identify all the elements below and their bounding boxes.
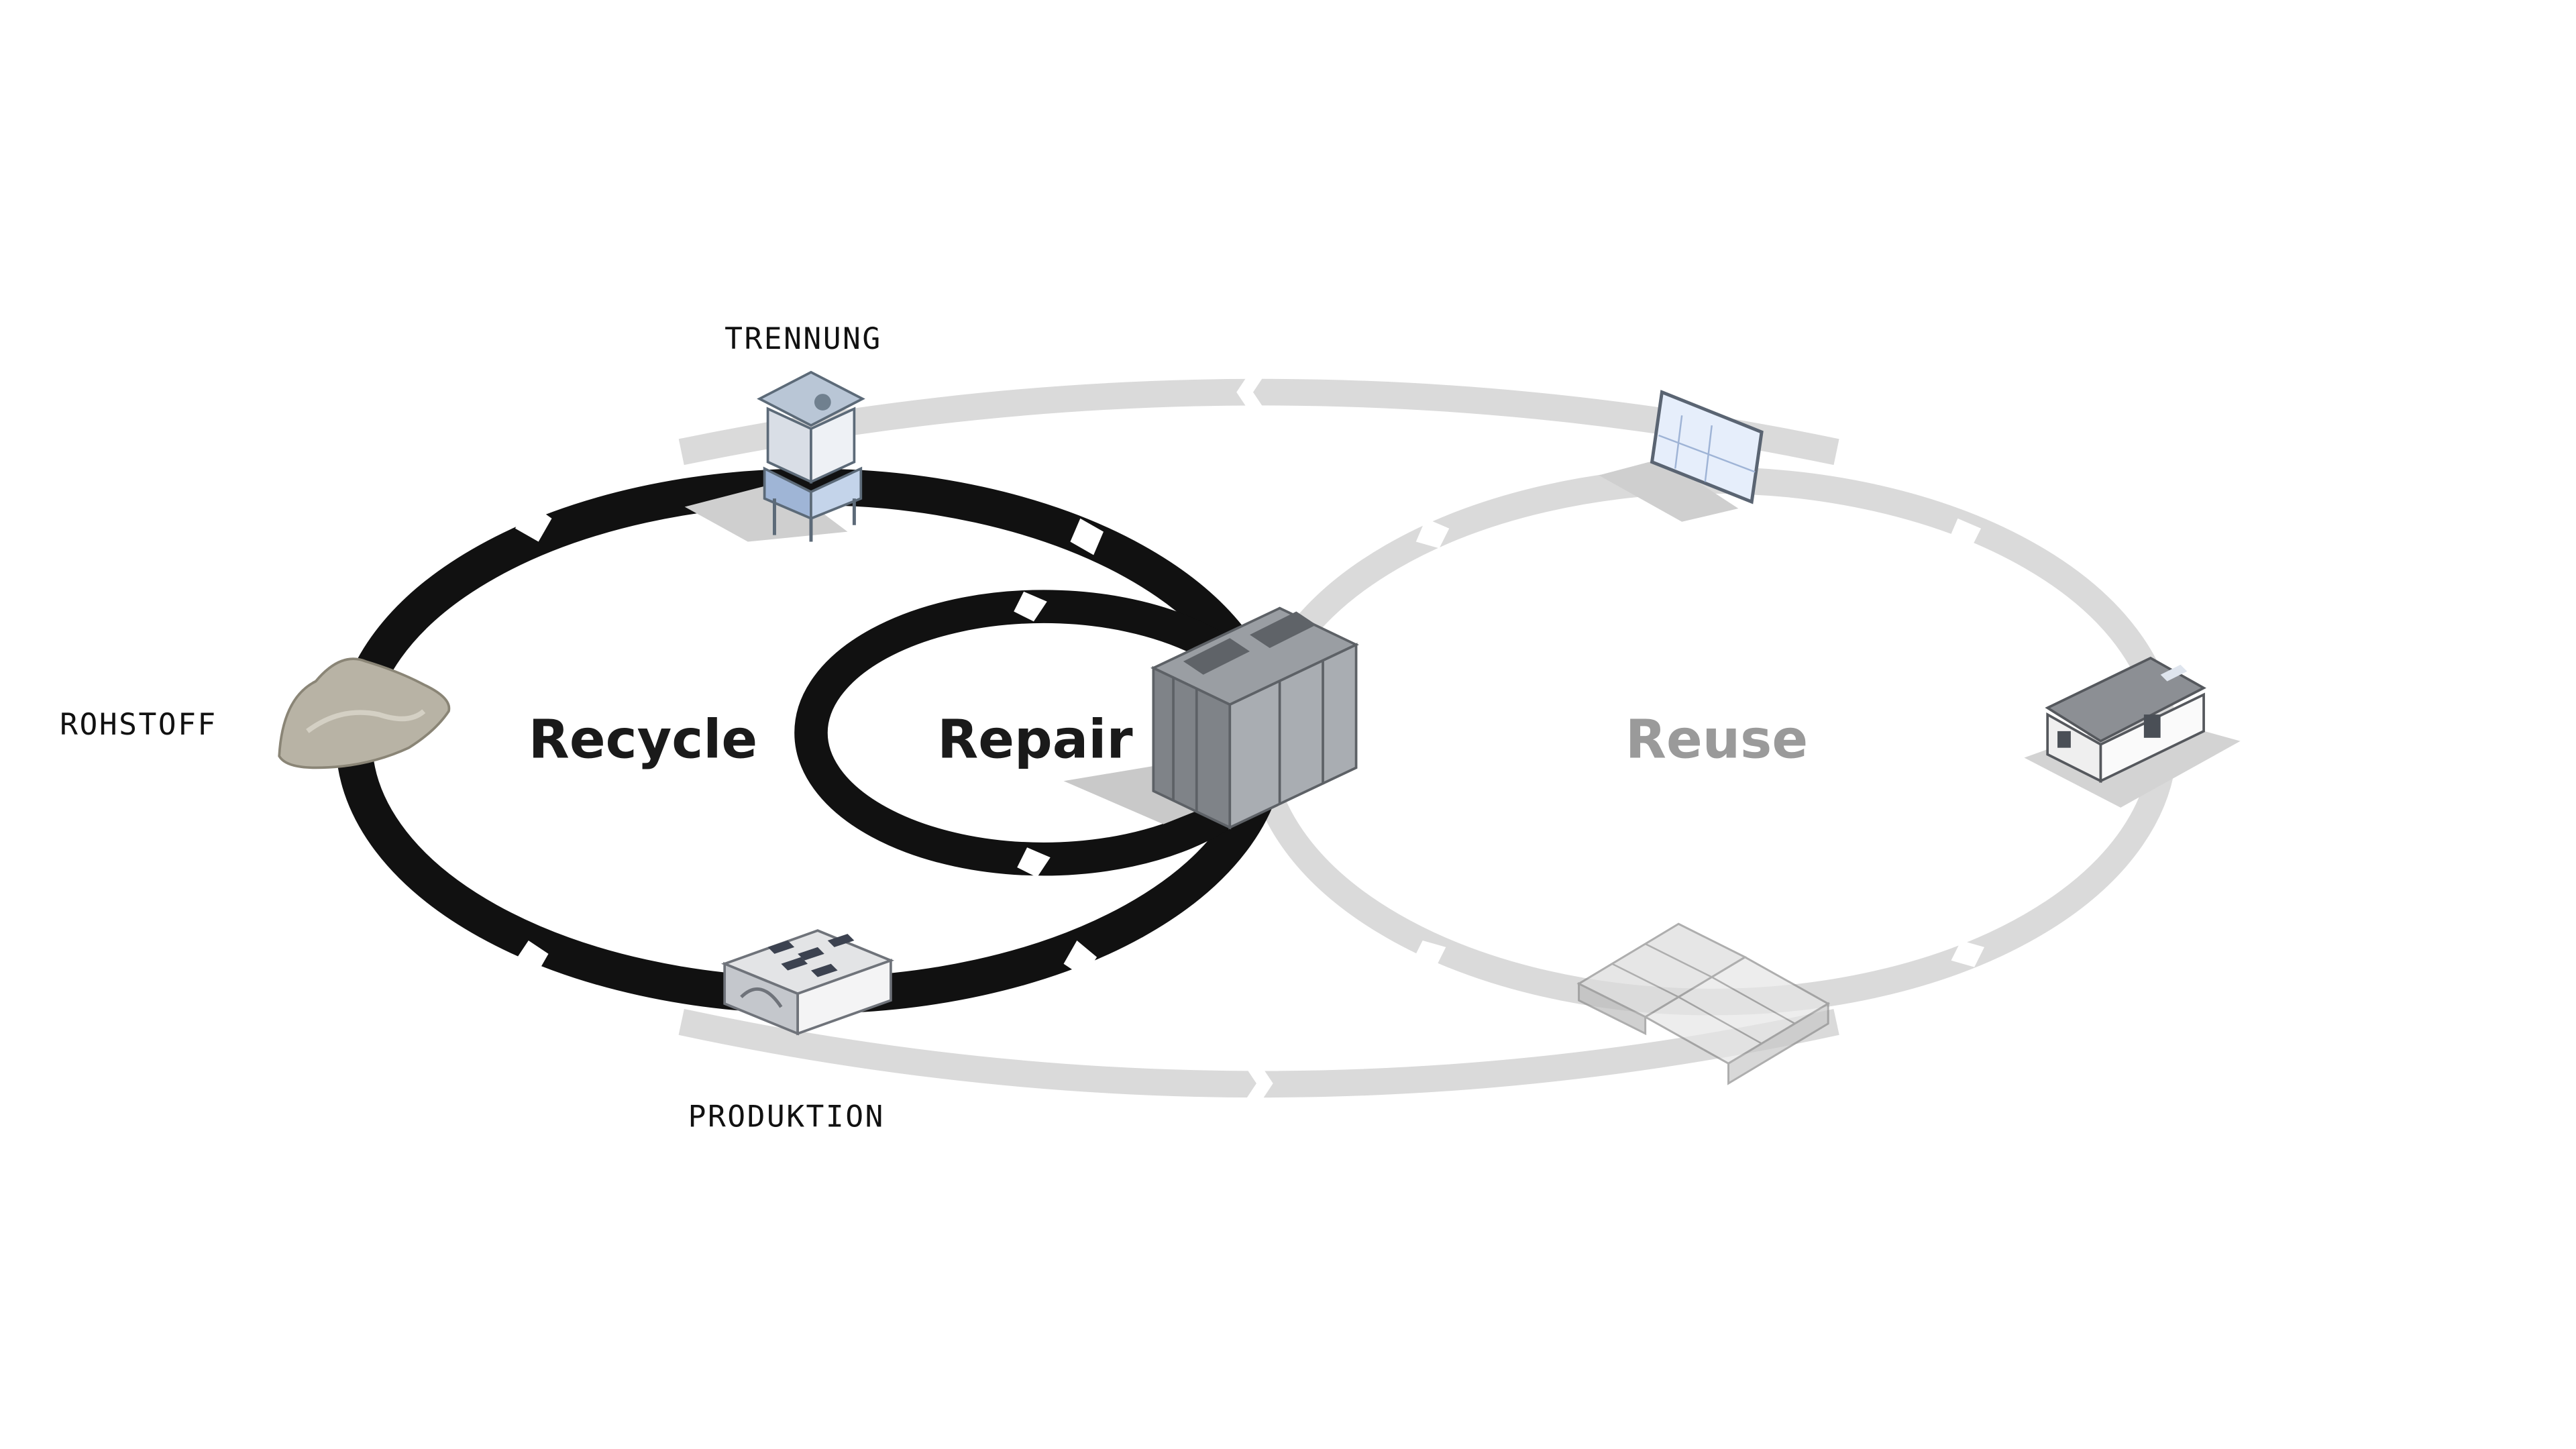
concrete-block-icon <box>1063 606 1359 830</box>
trennung-label: TRENNUNG <box>724 321 882 356</box>
recycle-label: Recycle <box>529 708 757 771</box>
produktion-label: PRODUKTION <box>688 1099 885 1134</box>
repair-label: Repair <box>937 708 1132 771</box>
reuse-label: Reuse <box>1625 708 1808 771</box>
reuse-ring-gaps <box>1236 372 1985 1104</box>
recycle-ring-gaps <box>515 502 1104 977</box>
raw-material-pile-icon <box>278 657 451 769</box>
rohstoff-label: ROHSTOFF <box>60 707 217 742</box>
wall-assembly-icon <box>1576 922 1831 1085</box>
separation-plant-icon <box>684 370 865 542</box>
blueprint-monitor-icon <box>1599 390 1764 522</box>
factory-building-icon <box>720 929 895 1036</box>
house-icon <box>2024 656 2241 808</box>
recycle-rings <box>335 468 1293 1014</box>
